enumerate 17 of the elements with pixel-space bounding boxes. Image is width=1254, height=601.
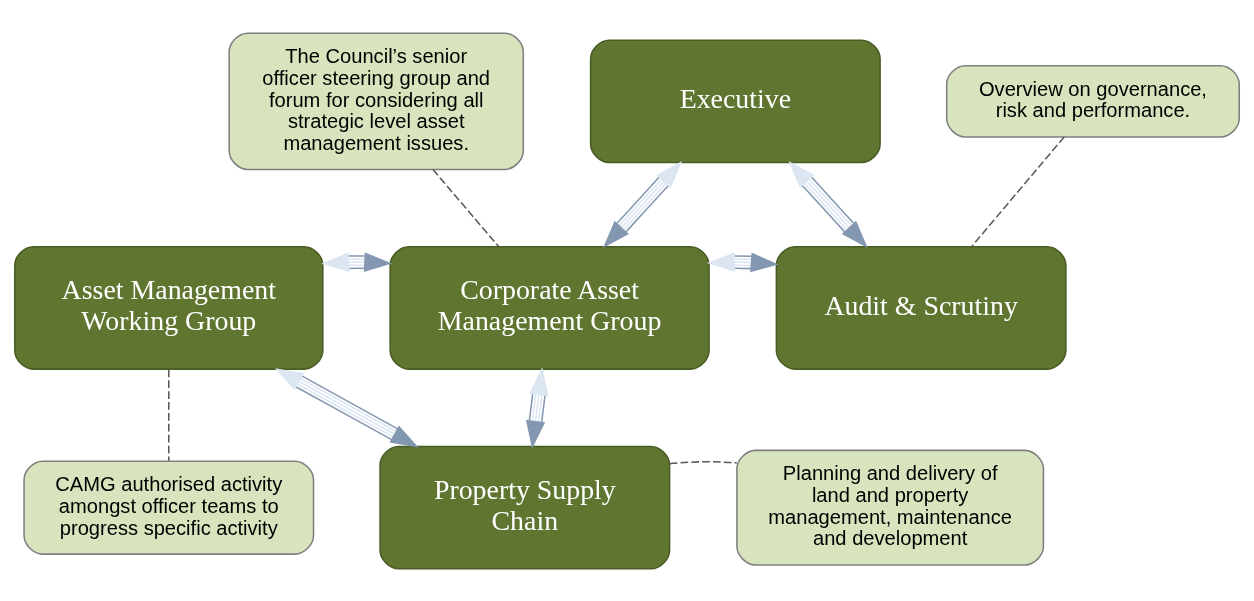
node-box: Audit & Scrutiny (775, 245, 1067, 370)
connector (970, 135, 1065, 247)
node-box: Corporate Asset Management Group (389, 245, 710, 370)
node-box: Executive (589, 38, 881, 163)
arrow (525, 366, 549, 449)
node-box: CAMG authorised activity amongst officer teams to progress specific activity (23, 459, 315, 555)
arrow (275, 367, 419, 447)
node-box: Planning and delivery of land and property management, maintenance and development (736, 449, 1045, 566)
connector (432, 168, 500, 247)
arrow (603, 160, 683, 248)
node-box: Overview on governance, risk and performance. (945, 64, 1240, 138)
arrow (788, 160, 868, 248)
connector (668, 460, 738, 465)
connector (168, 368, 170, 462)
node-box: Property Supply Chain (379, 445, 671, 570)
node-box: The Council’s senior officer steering group and forum for considering all strategic level asset management issues. (228, 31, 525, 170)
node-box: Asset Management Working Group (14, 245, 324, 370)
